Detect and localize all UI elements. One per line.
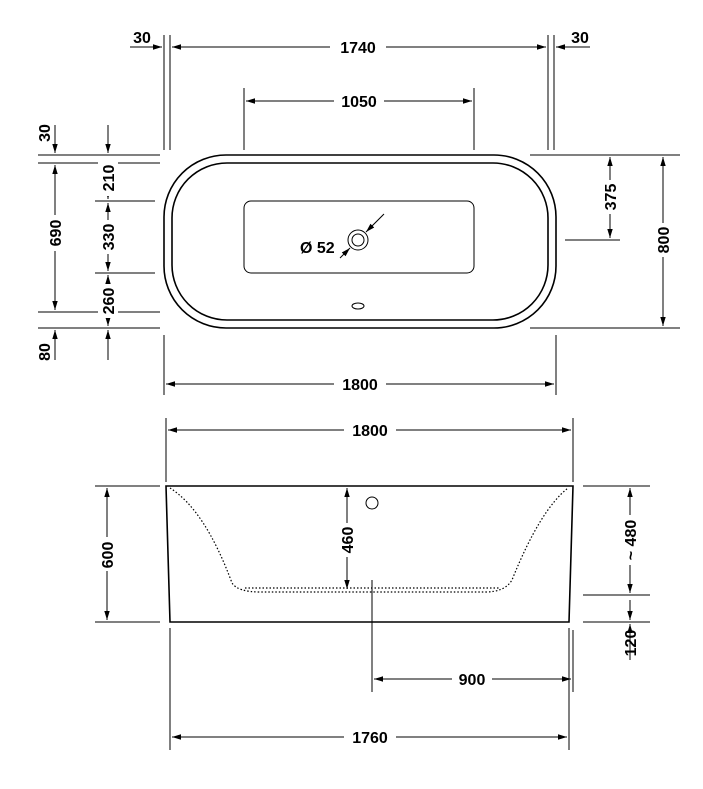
basin-floor xyxy=(243,200,475,274)
dim-1050: 1050 xyxy=(341,94,377,111)
dim-460: 460 xyxy=(340,527,357,554)
tub-side-outline xyxy=(165,485,574,623)
tub-inner-rim xyxy=(171,162,549,321)
tub-inner-profile xyxy=(169,487,569,593)
dim-120: 120 xyxy=(623,630,640,657)
dim-800: 800 xyxy=(656,227,673,254)
dim-480-approx: ~ 480 xyxy=(623,520,640,561)
overflow-icon xyxy=(365,496,379,510)
dim-1760: 1760 xyxy=(352,730,388,747)
dim-260: 260 xyxy=(101,288,118,315)
dim-330: 330 xyxy=(101,224,118,251)
dim-600: 600 xyxy=(100,542,117,569)
side-view: 1800 600 460 ~ 480 120 900 1760 xyxy=(95,418,650,750)
dim-80: 80 xyxy=(37,343,54,361)
top-view: Ø 52 xyxy=(37,30,680,395)
dim-30-right: 30 xyxy=(571,30,589,47)
dim-375: 375 xyxy=(603,184,620,211)
dim-210: 210 xyxy=(101,165,118,192)
overflow-icon xyxy=(351,302,365,310)
dim-1800-top: 1800 xyxy=(342,377,378,394)
tub-outer-rim xyxy=(163,154,557,329)
dim-900: 900 xyxy=(459,672,486,689)
dim-1740: 1740 xyxy=(340,40,376,57)
dim-30-left: 30 xyxy=(133,30,151,47)
dim-30-top: 30 xyxy=(37,124,54,142)
dim-1800-side: 1800 xyxy=(352,423,388,440)
drain-diameter-label: Ø 52 xyxy=(300,240,335,257)
dim-690: 690 xyxy=(48,220,65,247)
drain-icon xyxy=(339,213,385,259)
